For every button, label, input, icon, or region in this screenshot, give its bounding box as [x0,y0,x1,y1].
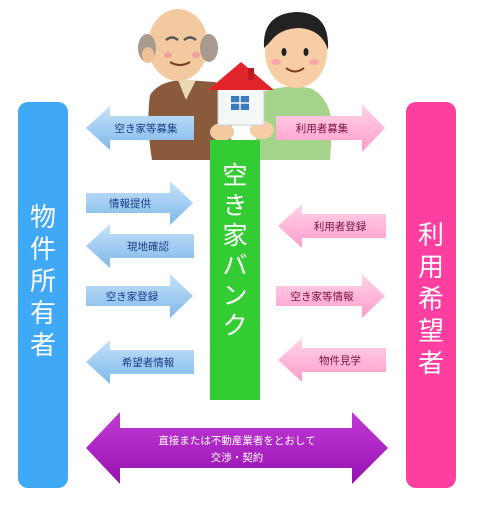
user-char-1: 利 [418,221,444,251]
arrow-vacancy-register [86,274,193,318]
owner-char-4: 有 [30,299,56,329]
user-bar [406,102,456,488]
owner-char-2: 件 [30,235,56,265]
label-vacancy-recruit: 空き家等募集 [115,122,178,135]
arrow-user-register [278,204,386,248]
user-char-5: 者 [418,349,444,379]
label-user-register: 利用者登録 [314,220,367,233]
user-char-4: 望 [418,317,444,347]
arrow-user-recruit [276,104,385,152]
owner-char-3: 所 [30,267,56,297]
bank-char-1: 空 [222,161,247,190]
label-negotiation-line2: 交渉・契約 [211,451,264,464]
label-info-provide: 情報提供 [109,197,151,210]
label-vacancy-register: 空き家登録 [106,290,159,303]
label-user-recruit: 利用者募集 [296,122,349,135]
label-wish-info: 希望者情報 [122,356,175,369]
user-char-2: 用 [418,253,444,283]
arrow-negotiation [86,412,388,484]
bank-char-5: ン [222,281,247,310]
bank-char-3: 家 [222,221,247,250]
label-vacancy-info: 空き家等情報 [291,290,354,303]
label-negotiation-line1: 直接または不動産業者をとおして [158,434,315,447]
owner-char-1: 物 [30,203,56,233]
arrow-vacancy-recruit [86,106,194,150]
owner-char-5: 者 [30,331,56,361]
bank-char-2: き [222,191,247,220]
arrow-wish-info [86,340,194,384]
owner-bar [18,102,68,488]
bank-char-6: ク [222,311,247,340]
arrow-info-provide [86,181,193,225]
bank-char-4: バ [222,251,247,280]
arrow-vacancy-info [276,274,385,318]
label-property-view: 物件見学 [319,354,361,367]
label-site-check: 現地確認 [127,240,169,253]
arrow-site-check [86,224,194,268]
arrow-property-view [278,338,386,382]
user-char-3: 希 [418,285,444,315]
vacancy-bank-bar [210,140,260,400]
house-icon [208,62,274,126]
